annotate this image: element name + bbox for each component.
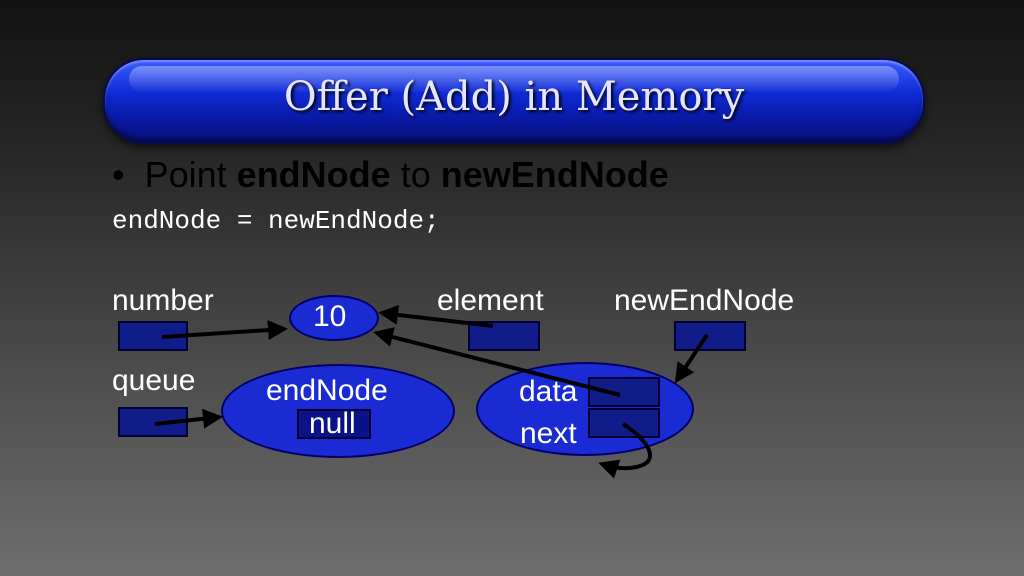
title-bar: Offer (Add) in Memory [103, 58, 925, 144]
bullet-bold-endnode: endNode [236, 154, 391, 195]
bullet-marker: • [112, 154, 125, 195]
label-number: number [112, 284, 214, 317]
bullet-prefix: Point [144, 154, 237, 195]
bullet-point: • Point endNode to newEndNode [112, 154, 669, 196]
label-newendnode: newEndNode [614, 284, 795, 317]
bullet-middle: to [390, 154, 441, 195]
code-line: endNode = newEndNode; [112, 206, 440, 236]
newendnode-var-box [674, 321, 746, 351]
number-var-box [118, 321, 188, 351]
arrow-next-self-loop [598, 422, 653, 479]
slide-title: Offer (Add) in Memory [283, 74, 745, 120]
arrow-element-to-10 [378, 304, 494, 328]
arrow-number-to-10 [161, 320, 288, 341]
arrow-newendnode-to-node [674, 333, 709, 384]
label-queue: queue [112, 364, 196, 397]
label-element: element [437, 284, 544, 317]
arrow-data-to-10 [373, 327, 621, 397]
queue-node-field: endNode [266, 374, 388, 407]
bullet-bold-newendnode: newEndNode [440, 154, 669, 195]
new-node-data-box [588, 377, 660, 407]
value-node-text: 10 [313, 300, 347, 333]
arrow-queue-to-node [154, 408, 223, 429]
queue-node-null-box [297, 409, 371, 439]
value-node-10 [289, 295, 379, 341]
queue-node-value: null [309, 407, 356, 440]
new-node-next-label: next [520, 417, 577, 450]
